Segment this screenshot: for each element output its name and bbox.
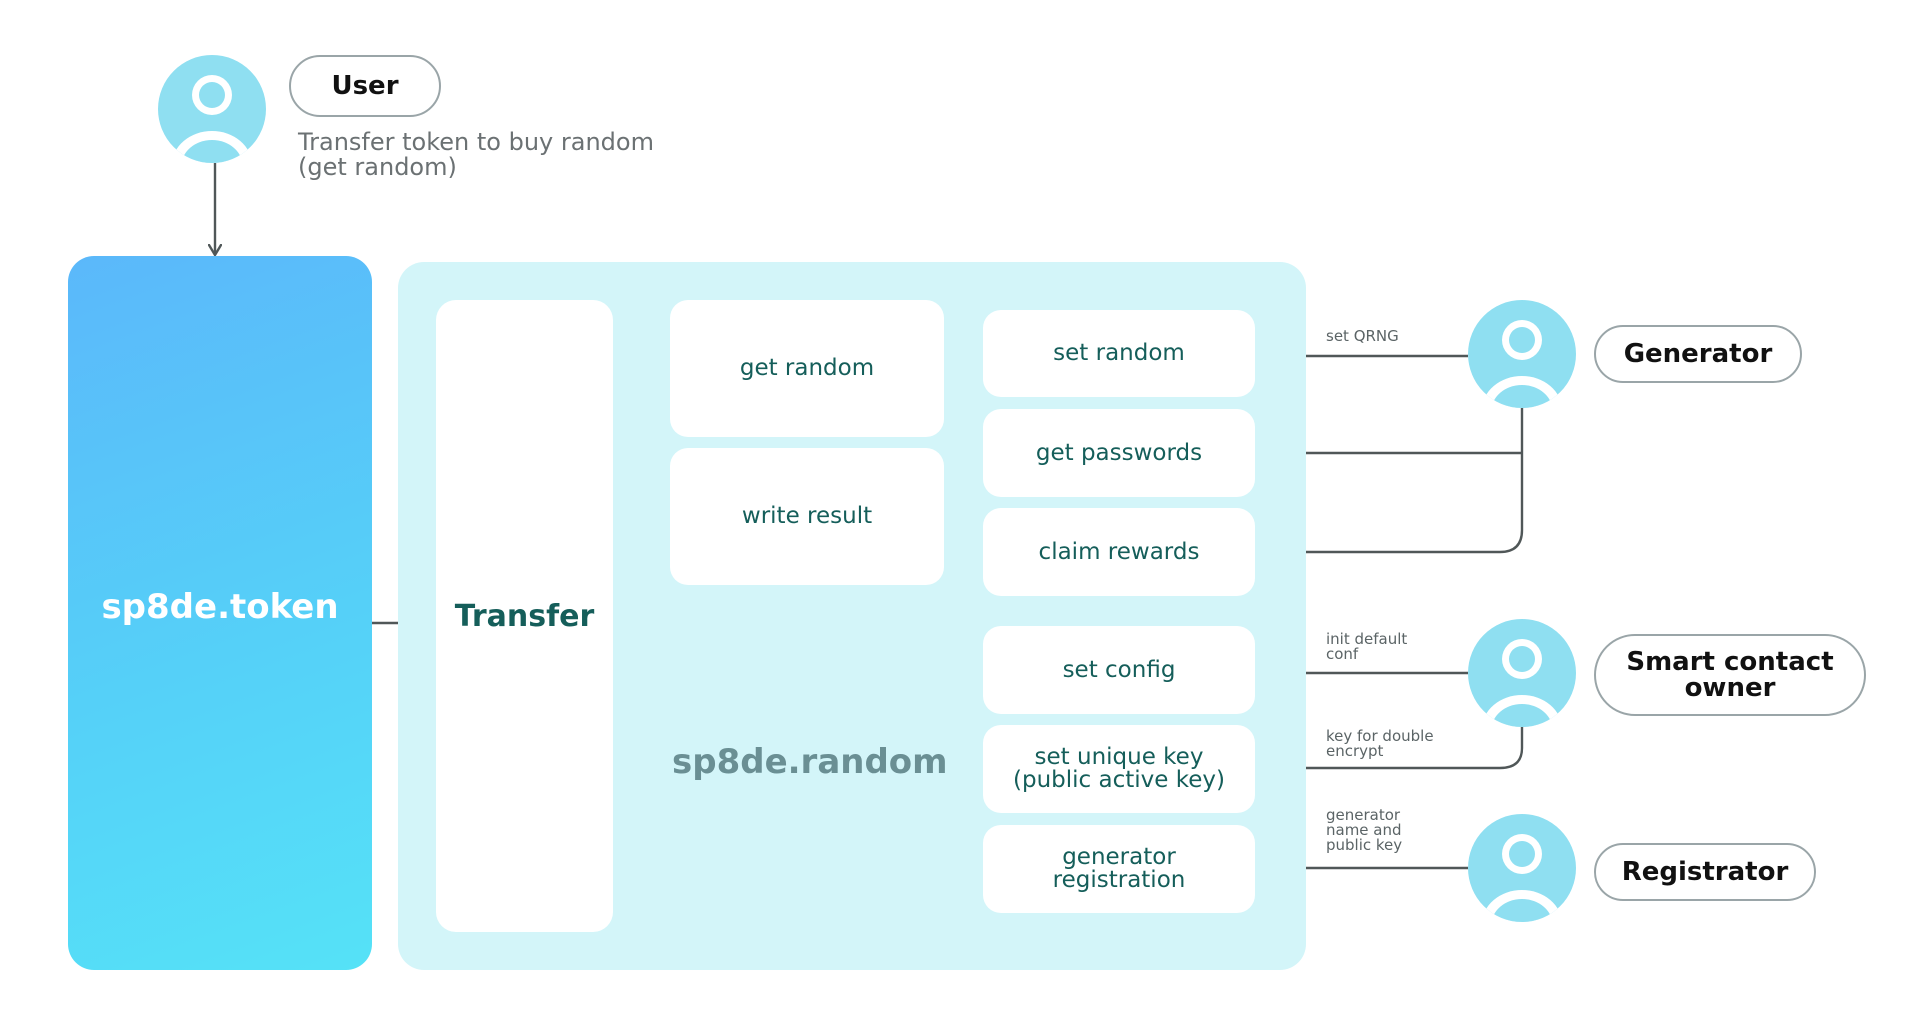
get-passwords-box: get passwords <box>983 409 1255 497</box>
registrator-pill: Registrator <box>1594 843 1816 901</box>
owner-avatar <box>1468 619 1576 727</box>
transfer-box: Transfer <box>436 300 613 932</box>
token-panel-label: sp8de.token <box>101 587 339 627</box>
user-icon <box>1468 619 1576 727</box>
token-panel: sp8de.token <box>68 256 372 970</box>
write-result-label: write result <box>741 503 873 529</box>
init-default-conf-label: init default conf <box>1326 630 1408 663</box>
key-double-encrypt-label: key for double encrypt <box>1326 727 1434 760</box>
user-label: User <box>331 71 399 101</box>
generator-registration-label: generator registration <box>1052 844 1186 893</box>
get-random-box: get random <box>670 300 944 437</box>
user-avatar <box>158 55 266 163</box>
claim-rewards-label: claim rewards <box>1038 538 1200 565</box>
generator-avatar <box>1468 300 1576 408</box>
set-config-box: set config <box>983 626 1255 714</box>
user-pill: User <box>289 55 441 117</box>
user-icon <box>1468 814 1576 922</box>
user-icon <box>1468 300 1576 408</box>
set-qrng-label: set QRNG <box>1326 327 1399 345</box>
registrator-avatar <box>1468 814 1576 922</box>
registrator-label: Registrator <box>1621 857 1789 887</box>
random-panel-label: sp8de.random <box>672 742 948 782</box>
generator-registration-box: generator registration <box>983 825 1255 913</box>
generator-pill: Generator <box>1594 325 1802 383</box>
set-random-label: set random <box>1053 340 1185 366</box>
set-random-box: set random <box>983 310 1255 397</box>
write-result-box: write result <box>670 448 944 585</box>
set-config-label: set config <box>1062 656 1176 683</box>
set-unique-key-box: set unique key (public active key) <box>983 725 1255 813</box>
get-random-label: get random <box>739 355 875 381</box>
generator-label: Generator <box>1623 339 1773 369</box>
owner-label: Smart contact owner <box>1626 647 1834 703</box>
owner-pill: Smart contact owner <box>1594 634 1866 716</box>
user-icon <box>158 55 266 163</box>
user-description: Transfer token to buy random (get random… <box>298 128 654 182</box>
get-passwords-label: get passwords <box>1035 439 1203 466</box>
transfer-label: Transfer <box>454 598 595 634</box>
claim-rewards-box: claim rewards <box>983 508 1255 596</box>
generator-trunk-line <box>1255 407 1524 552</box>
set-unique-key-label: set unique key (public active key) <box>1013 744 1225 793</box>
generator-name-key-label: generator name and public key <box>1326 806 1403 854</box>
owner-to-unique-key-arrow <box>1270 727 1524 768</box>
